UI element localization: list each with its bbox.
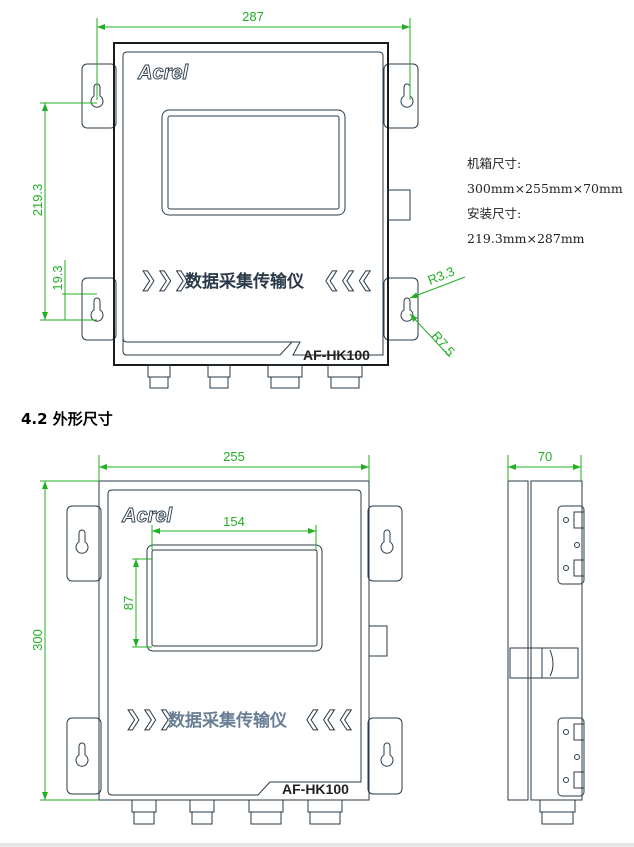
side-device-drawing bbox=[507, 480, 585, 825]
dim-255: 255 bbox=[223, 449, 245, 464]
acrel-logo-front: Acrel bbox=[121, 505, 172, 527]
dim-19-3: 19.3 bbox=[50, 265, 65, 290]
specs-block: 机箱尺寸: 300mm×255mm×70mm 安装尺寸: 219.3mm×287… bbox=[467, 156, 623, 246]
chevrons-right: ❮❮❮ bbox=[323, 267, 373, 291]
side-dimensions: 70 bbox=[507, 449, 582, 481]
mount-ear-top-right bbox=[383, 63, 419, 129]
dim-300: 300 bbox=[30, 629, 45, 651]
dim-70: 70 bbox=[538, 449, 552, 464]
dim-219-3: 219.3 bbox=[30, 184, 45, 217]
front-device-drawing: Acrel ❯❯❯ 数据采集传输仪 ❮❮❮ AF-HK100 bbox=[66, 480, 403, 825]
bottom-divider bbox=[0, 843, 634, 847]
dim-r7-5: R7.5 bbox=[429, 328, 458, 359]
acrel-logo: Acrel bbox=[137, 62, 188, 84]
mount-size-value: 219.3mm×287mm bbox=[467, 231, 585, 246]
dim-r3-3: R3.3 bbox=[426, 264, 457, 288]
enclosure-outline bbox=[113, 42, 389, 366]
dim-87: 87 bbox=[121, 596, 136, 610]
mount-ear-top-left bbox=[81, 63, 117, 129]
chevrons-left: ❯❯❯ bbox=[140, 267, 190, 291]
mount-size-label: 安装尺寸: bbox=[467, 206, 521, 221]
section-heading: 4.2 外形尺寸 bbox=[21, 410, 113, 428]
dim-154: 154 bbox=[223, 514, 245, 529]
case-size-label: 机箱尺寸: bbox=[467, 156, 521, 171]
mount-ear-bottom-right bbox=[383, 277, 419, 341]
front-dimensions: 255 300 154 87 bbox=[30, 449, 370, 801]
chevrons-left-front: ❯❯❯ bbox=[125, 706, 175, 730]
model-label: AF-HK100 bbox=[303, 347, 370, 363]
device-label-front: 数据采集传输仪 bbox=[168, 710, 288, 731]
model-label-front: AF-HK100 bbox=[282, 781, 349, 797]
top-device-drawing: Acrel ❯❯❯ 数据采集传输仪 ❮❮❮ AF-HK100 bbox=[81, 42, 419, 389]
device-label: 数据采集传输仪 bbox=[185, 271, 305, 292]
case-size-value: 300mm×255mm×70mm bbox=[467, 181, 623, 196]
dim-287: 287 bbox=[242, 9, 264, 24]
top-dimensions: 287 219.3 19.3 R3.3 R7.5 bbox=[30, 9, 466, 359]
display-screen bbox=[161, 109, 346, 216]
chevrons-right-front: ❮❮❮ bbox=[304, 706, 354, 730]
mount-ear-bottom-left bbox=[81, 277, 117, 341]
side-latch bbox=[387, 189, 411, 221]
